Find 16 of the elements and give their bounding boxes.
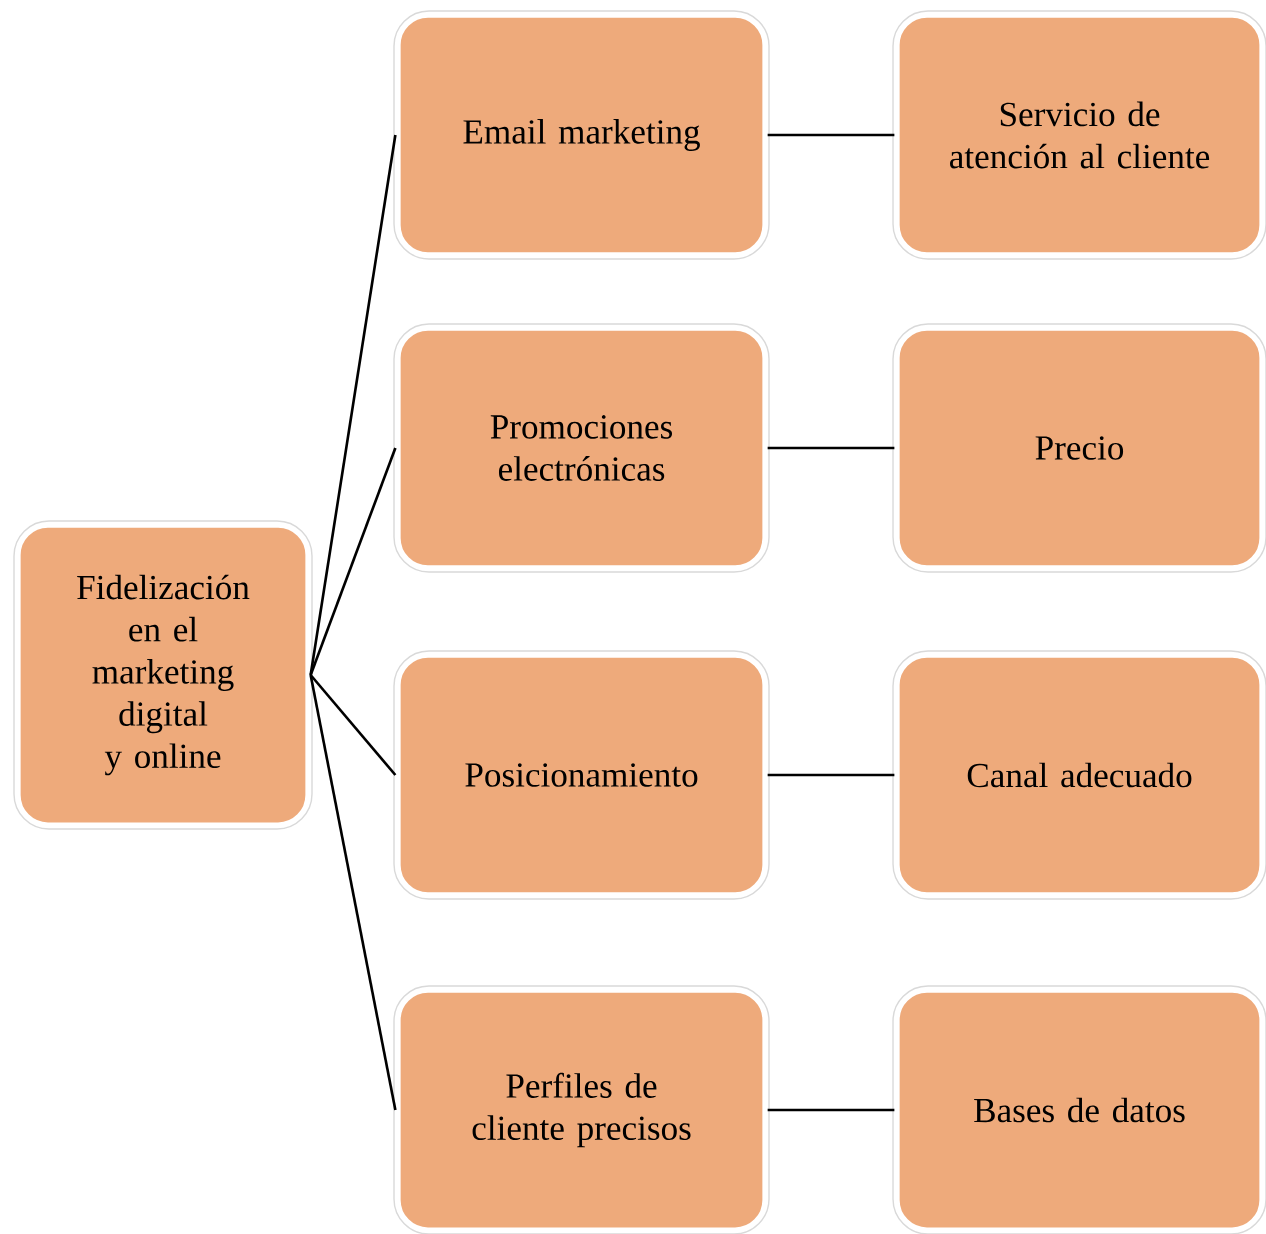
rounded-box: Canal adecuado [894, 652, 1265, 898]
connector-line [767, 446, 895, 450]
connector-line [309, 447, 397, 676]
connector-line [767, 133, 895, 137]
rounded-box: Bases de datos [894, 987, 1265, 1233]
connector-line [767, 773, 895, 777]
rounded-box: Email marketing [395, 12, 768, 258]
connector-line [309, 674, 397, 776]
connector-line [309, 674, 397, 1111]
connector-line [767, 1108, 895, 1112]
rounded-box: Posicionamiento [395, 652, 768, 898]
rounded-box: Fidelización en el marketing digital y online [15, 522, 311, 828]
rounded-box: Perfiles de cliente precisos [395, 987, 768, 1233]
rounded-box: Precio [894, 325, 1265, 571]
rounded-box: Promociones electrónicas [395, 325, 768, 571]
rounded-box: Servicio de atención al cliente [894, 12, 1265, 258]
